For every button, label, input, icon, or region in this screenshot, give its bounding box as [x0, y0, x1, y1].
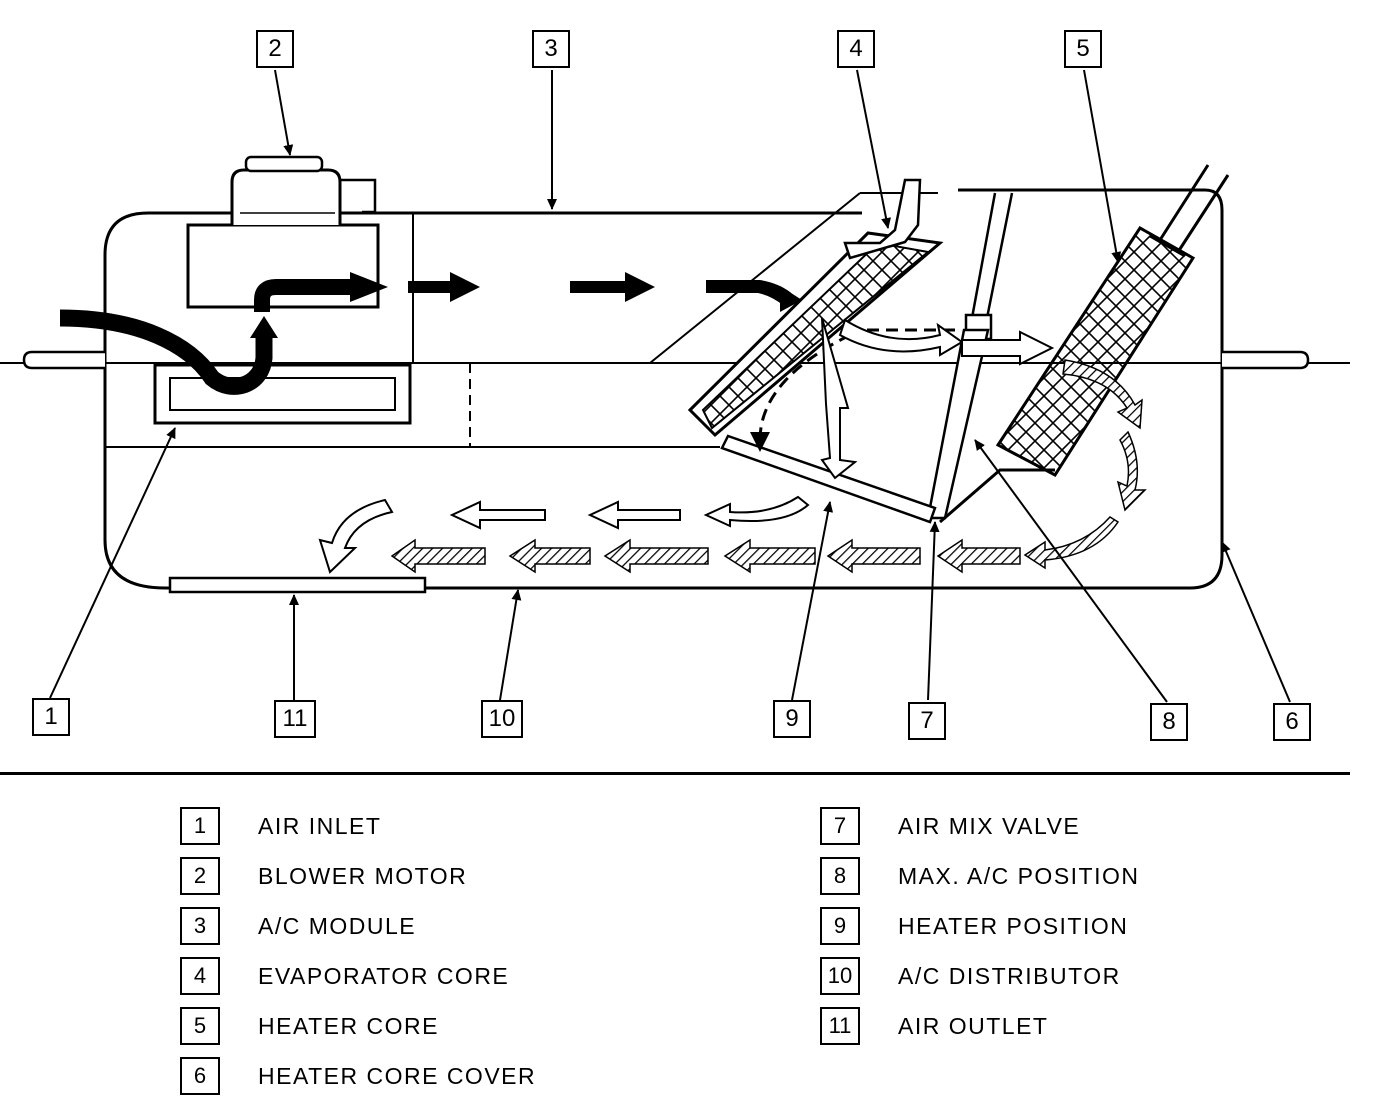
callout-3: 3 — [532, 30, 570, 68]
air-inlet — [153, 363, 412, 425]
callout-9: 9 — [773, 700, 811, 738]
legend-label: HEATER POSITION — [898, 913, 1129, 939]
legend-number: 10 — [820, 957, 860, 995]
legend-number: 7 — [820, 807, 860, 845]
cooled-air-arrows — [408, 272, 802, 312]
white-flow-arrows — [318, 317, 1055, 574]
legend-number: 6 — [180, 1057, 220, 1095]
legend-number: 11 — [820, 1007, 860, 1045]
heater-core — [995, 164, 1230, 477]
callout-5: 5 — [1064, 30, 1102, 68]
legend-number: 3 — [180, 907, 220, 945]
left-flange — [22, 350, 105, 370]
legend-label: AIR MIX VALVE — [898, 813, 1081, 839]
callout-8: 8 — [1150, 703, 1188, 741]
callout-6: 6 — [1273, 703, 1311, 741]
air-outlet — [168, 576, 427, 594]
legend-label: EVAPORATOR CORE — [258, 963, 510, 989]
legend-label: A/C DISTRIBUTOR — [898, 963, 1121, 989]
air-mix-valve — [720, 192, 1055, 524]
legend-number: 9 — [820, 907, 860, 945]
legend-label: AIR INLET — [258, 813, 382, 839]
evaporator-core — [687, 178, 944, 438]
callout-4: 4 — [837, 30, 875, 68]
legend-number: 8 — [820, 857, 860, 895]
legend-number: 5 — [180, 1007, 220, 1045]
legend-number: 4 — [180, 957, 220, 995]
legend-label: MAX. A/C POSITION — [898, 863, 1140, 889]
callout-11: 11 — [274, 700, 316, 738]
legend-label: BLOWER MOTOR — [258, 863, 468, 889]
legend-label: A/C MODULE — [258, 913, 417, 939]
callout-10: 10 — [481, 700, 523, 738]
legend-number: 1 — [180, 807, 220, 845]
heated-air-arrows — [390, 359, 1147, 574]
callout-1: 1 — [32, 698, 70, 736]
legend-label: HEATER CORE — [258, 1013, 439, 1039]
legend-divider — [0, 772, 1350, 775]
inlet-airflow — [59, 309, 273, 395]
legend-number: 2 — [180, 857, 220, 895]
legend-label: AIR OUTLET — [898, 1013, 1049, 1039]
legend-label: HEATER CORE COVER — [258, 1063, 537, 1089]
leader-lines — [49, 69, 1291, 703]
callout-2: 2 — [256, 30, 294, 68]
callout-7: 7 — [908, 702, 946, 740]
blower-motor — [186, 155, 380, 309]
right-flange — [1222, 350, 1310, 370]
